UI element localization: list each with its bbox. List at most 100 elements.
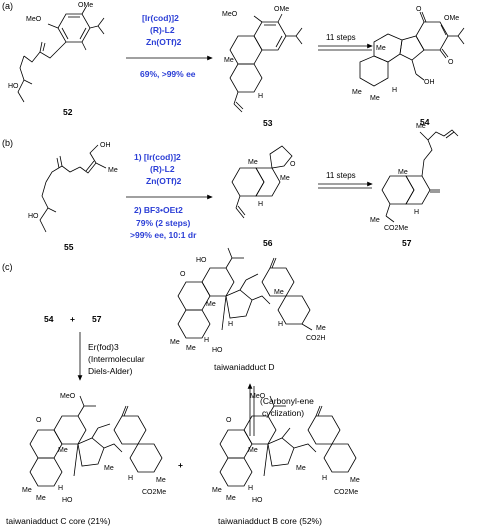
label-55-oh: OH bbox=[100, 142, 111, 149]
label-53-h: H bbox=[258, 93, 263, 100]
label-d-h3: H bbox=[278, 321, 283, 328]
label-d-h1: H bbox=[204, 337, 209, 344]
label-56-me2: Me bbox=[248, 159, 258, 166]
label-57-me1: Me bbox=[416, 123, 426, 130]
label-c-h2: H bbox=[128, 475, 133, 482]
label-b-meo: MeO bbox=[250, 393, 266, 400]
c-reagent-1: Er(fod)3 bbox=[88, 342, 119, 352]
label-c-me2: Me bbox=[22, 487, 32, 494]
compound-52-number: 52 bbox=[63, 107, 73, 117]
cond-b-4: 2) BF3•OEt2 bbox=[134, 205, 183, 215]
label-d-me1: Me bbox=[206, 301, 216, 308]
label-d-ho2: HO bbox=[212, 347, 223, 354]
label-56-h: H bbox=[258, 201, 263, 208]
label-54-me2: Me bbox=[352, 89, 362, 96]
label-55-me: Me bbox=[108, 167, 118, 174]
label-d-me2: Me bbox=[170, 339, 180, 346]
cond-b-5: 79% (2 steps) bbox=[136, 218, 190, 228]
section-c-label: (c) bbox=[2, 262, 13, 272]
label-c-me1: Me bbox=[58, 447, 68, 454]
label-57-me3: Me bbox=[370, 217, 380, 224]
compound-56-number: 56 bbox=[263, 238, 273, 248]
label-57-h: H bbox=[414, 209, 419, 216]
label-54-h: H bbox=[392, 87, 397, 94]
label-b-me5: Me bbox=[350, 477, 360, 484]
label-d-h2: H bbox=[228, 321, 233, 328]
taiwaniadduct-b-structure bbox=[219, 395, 357, 487]
label-b-me1: Me bbox=[248, 447, 258, 454]
label-b-me4: Me bbox=[296, 465, 306, 472]
compound-55-structure bbox=[39, 144, 107, 233]
label-b-co2me: CO2Me bbox=[334, 489, 358, 496]
label-c-ho: HO bbox=[62, 497, 73, 504]
label-55-ho: HO bbox=[28, 213, 39, 220]
label-c-o: O bbox=[36, 417, 42, 424]
label-b-h1: H bbox=[248, 485, 253, 492]
label-54-ome: OMe bbox=[444, 15, 459, 22]
label-57-co2me: CO2Me bbox=[384, 225, 408, 232]
cond-a-1: [Ir(cod)]2 bbox=[142, 13, 179, 23]
label-b-me3: Me bbox=[226, 495, 236, 502]
c-reagent-2: (Intermolecular bbox=[88, 354, 145, 364]
cond-b-3: Zn(OTf)2 bbox=[146, 176, 182, 186]
label-d-me3: Me bbox=[186, 345, 196, 352]
label-d-me5: Me bbox=[316, 325, 326, 332]
label-b-h2: H bbox=[322, 475, 327, 482]
compound-54-structure bbox=[359, 11, 465, 87]
label-54-oh: OH bbox=[424, 79, 435, 86]
label-53-meo: MeO bbox=[222, 11, 238, 18]
compound-57-number: 57 bbox=[402, 238, 412, 248]
c-reactant-57: 57 bbox=[92, 314, 102, 324]
cond-b-1: 1) [Ir(cod)]2 bbox=[134, 152, 181, 162]
label-56-o: O bbox=[290, 161, 296, 168]
label-b-o: O bbox=[226, 417, 232, 424]
label-52-ho: HO bbox=[8, 83, 19, 90]
label-53-me: Me bbox=[224, 57, 234, 64]
label-b-me2: Me bbox=[212, 487, 222, 494]
taiwaniadduct-d-name: taiwaniadduct D bbox=[214, 362, 274, 372]
label-c-meo: MeO bbox=[60, 393, 76, 400]
label-54-me3: Me bbox=[370, 95, 380, 102]
label-52-meo: MeO bbox=[26, 16, 42, 23]
label-53-ome: OMe bbox=[274, 6, 289, 13]
taiwaniadduct-d-structure bbox=[177, 247, 313, 339]
taiwaniadduct-c-structure bbox=[29, 395, 163, 487]
section-b-label: (b) bbox=[2, 138, 13, 148]
compound-57-structure bbox=[381, 129, 459, 223]
label-d-co2h: CO2H bbox=[306, 335, 325, 342]
cond-b-2: (R)-L2 bbox=[150, 164, 175, 174]
c-plus-1: + bbox=[70, 314, 75, 324]
label-52-ome: OMe bbox=[78, 2, 93, 9]
label-d-me4: Me bbox=[274, 289, 284, 296]
c-reactant-54: 54 bbox=[44, 314, 54, 324]
label-c-me4: Me bbox=[104, 465, 114, 472]
cond-b-6: >99% ee, 10:1 dr bbox=[130, 230, 197, 240]
label-b-ho: HO bbox=[252, 497, 263, 504]
section-a-label: (a) bbox=[2, 1, 13, 11]
label-d-o: O bbox=[180, 271, 186, 278]
label-c-co2me: CO2Me bbox=[142, 489, 166, 496]
label-54-o2: O bbox=[448, 59, 454, 66]
c-reagent-4: (Carbonyl-ene bbox=[260, 396, 314, 406]
steps-a: 11 steps bbox=[326, 33, 356, 42]
label-57-me2: Me bbox=[398, 169, 408, 176]
c-reagent-3: Diels-Alder) bbox=[88, 366, 133, 376]
cond-a-2: (R)-L2 bbox=[150, 25, 175, 35]
label-c-me5: Me bbox=[156, 477, 166, 484]
taiwaniadduct-b-name: taiwaniadduct B core (52%) bbox=[218, 516, 322, 526]
cond-a-4: 69%, >99% ee bbox=[140, 69, 196, 79]
label-d-ho: HO bbox=[196, 257, 207, 264]
c-reagent-5: cyclization) bbox=[262, 408, 304, 418]
compound-56-structure bbox=[231, 145, 293, 219]
label-56-me1: Me bbox=[280, 175, 290, 182]
label-54-o1: O bbox=[416, 6, 422, 13]
label-54-me1: Me bbox=[376, 45, 386, 52]
compound-52-structure bbox=[17, 6, 105, 103]
label-c-h1: H bbox=[58, 485, 63, 492]
c-plus-2: + bbox=[178, 460, 183, 470]
steps-b: 11 steps bbox=[326, 171, 356, 180]
cond-a-3: Zn(OTf)2 bbox=[146, 37, 182, 47]
taiwaniadduct-c-name: taiwaniadduct C core (21%) bbox=[6, 516, 111, 526]
compound-55-number: 55 bbox=[64, 242, 74, 252]
